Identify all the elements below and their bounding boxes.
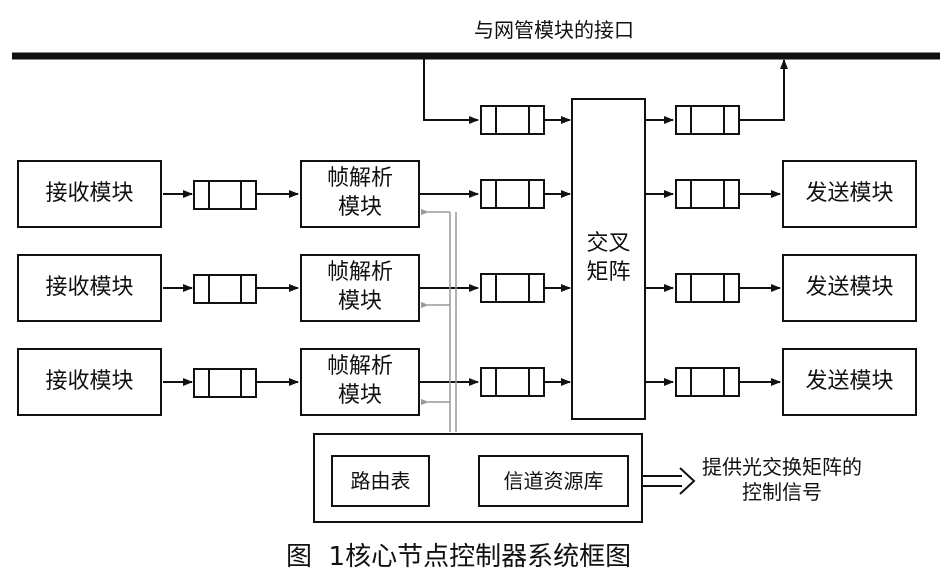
bus-label: 与网管模块的接口 xyxy=(474,18,634,42)
receive-module: 接收模块 xyxy=(17,160,162,228)
cross-matrix-line1: 交叉 xyxy=(586,231,631,257)
frame-parser-module: 帧解析 模块 xyxy=(300,160,420,228)
routing-table: 路由表 xyxy=(331,455,430,507)
control-signal-note-line2: 控制信号 xyxy=(742,480,822,504)
queue-buffer xyxy=(480,105,545,135)
receive-module: 接收模块 xyxy=(17,348,162,416)
frame-parser-line1: 帧解析 xyxy=(326,354,393,380)
frame-parser-line1: 帧解析 xyxy=(326,166,393,192)
queue-buffer xyxy=(675,179,740,209)
receive-module: 接收模块 xyxy=(17,254,162,322)
frame-parser-line2: 模块 xyxy=(337,383,382,408)
send-module: 发送模块 xyxy=(782,254,917,322)
channel-resource-db: 信道资源库 xyxy=(478,455,629,507)
frame-parser-line2: 模块 xyxy=(337,195,382,220)
send-module: 发送模块 xyxy=(782,160,917,228)
control-signal-note-line1: 提供光交换矩阵的 xyxy=(702,455,862,479)
queue-buffer xyxy=(675,273,740,303)
queue-buffer xyxy=(193,274,257,304)
queue-buffer xyxy=(675,105,740,135)
cross-matrix: 交叉 矩阵 xyxy=(571,98,646,420)
queue-to-bus-line xyxy=(740,59,788,121)
bus-to-matrix-line xyxy=(423,56,479,124)
frame-parser-module: 帧解析 模块 xyxy=(300,254,420,322)
queue-buffer xyxy=(480,179,545,209)
queue-buffer xyxy=(193,180,257,210)
queue-buffer xyxy=(480,273,545,303)
control-signal-note: 提供光交换矩阵的 控制信号 xyxy=(702,455,862,505)
cross-matrix-line2: 矩阵 xyxy=(586,260,631,285)
send-module: 发送模块 xyxy=(782,348,917,416)
control-path-lines xyxy=(421,209,457,432)
frame-parser-line1: 帧解析 xyxy=(326,260,393,286)
queue-buffer xyxy=(480,367,545,397)
queue-buffer xyxy=(675,367,740,397)
frame-parser-module: 帧解析 模块 xyxy=(300,348,420,416)
figure-caption: 图 1核心节点控制器系统框图 xyxy=(286,542,632,572)
frame-parser-line2: 模块 xyxy=(337,289,382,314)
queue-buffer xyxy=(193,368,257,398)
